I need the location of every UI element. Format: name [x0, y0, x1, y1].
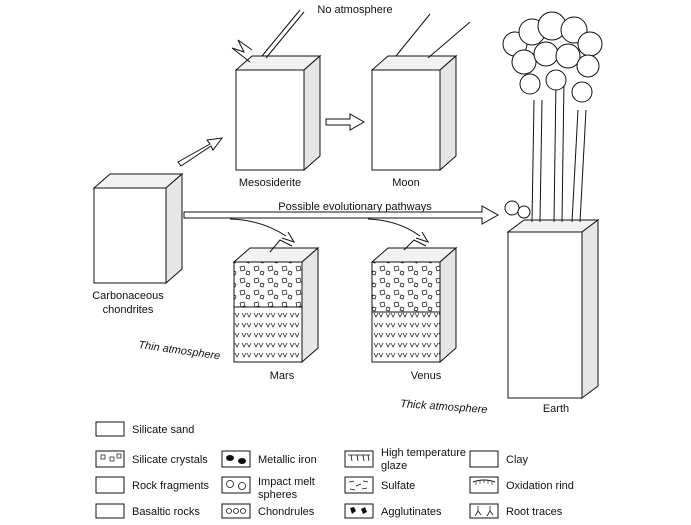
svg-text:Root traces: Root traces — [506, 506, 563, 518]
svg-text:High temperature: High temperature — [381, 447, 466, 459]
legend-item-sulfate: Sulfate — [344, 476, 415, 494]
legend-item-high-temperature-glaze: High temperature glaze — [344, 447, 466, 472]
svg-text:Metallic iron: Metallic iron — [258, 454, 317, 466]
arrow-to-venus — [367, 218, 430, 243]
earth-block — [506, 79, 600, 399]
carbonaceous-label-2: chondrites — [103, 304, 154, 316]
legend-item-clay: Clay — [469, 450, 529, 468]
svg-text:Silicate crystals: Silicate crystals — [132, 454, 208, 466]
mars-label: Mars — [270, 370, 295, 382]
legend-item-silicate-sand: Silicate sand — [95, 421, 194, 437]
svg-text:spheres: spheres — [258, 489, 298, 501]
arrow-to-mesosiderite — [177, 137, 224, 167]
venus-label: Venus — [411, 370, 442, 382]
svg-text:glaze: glaze — [381, 460, 407, 472]
earth-label: Earth — [543, 403, 569, 415]
arrow-mesosiderite-to-moon — [325, 113, 366, 131]
mars-block — [232, 239, 320, 364]
legend: Silicate sand Silicate crystals Rock fra… — [95, 421, 574, 519]
svg-text:Silicate sand: Silicate sand — [132, 424, 194, 436]
legend-item-rock-fragments: Rock fragments — [95, 476, 210, 494]
legend-item-metallic-iron: Metallic iron — [221, 450, 317, 468]
earth-tree-canopy — [502, 11, 603, 219]
svg-text:Oxidation rind: Oxidation rind — [506, 480, 574, 492]
legend-item-silicate-crystals: Silicate crystals — [95, 450, 208, 468]
possible-pathways-label: Possible evolutionary pathways — [278, 201, 432, 213]
svg-text:Basaltic rocks: Basaltic rocks — [132, 506, 200, 518]
svg-text:Chondrules: Chondrules — [258, 506, 315, 518]
legend-item-basaltic-rocks: Basaltic rocks — [95, 503, 200, 519]
mesosiderite-block — [231, 9, 322, 172]
carbonaceous-chondrite-block — [92, 172, 184, 285]
legend-item-oxidation-rind: Oxidation rind — [469, 476, 574, 494]
thick-atmosphere-label: Thick atmosphere — [400, 398, 488, 416]
svg-text:Impact melt: Impact melt — [258, 476, 315, 488]
no-atmosphere-label: No atmosphere — [317, 4, 392, 16]
svg-text:Sulfate: Sulfate — [381, 480, 415, 492]
svg-text:Clay: Clay — [506, 454, 529, 466]
legend-item-chondrules: Chondrules — [221, 503, 315, 519]
arrow-to-mars — [229, 218, 296, 243]
svg-text:Agglutinates: Agglutinates — [381, 506, 442, 518]
svg-text:Rock fragments: Rock fragments — [132, 480, 210, 492]
moon-label: Moon — [392, 177, 420, 189]
venus-block — [370, 239, 458, 364]
moon-block — [370, 13, 471, 172]
legend-item-impact-melt-spheres: Impact melt spheres — [221, 476, 315, 501]
mesosiderite-label: Mesosiderite — [239, 177, 301, 189]
arrow-possible-pathways — [183, 205, 500, 225]
legend-item-agglutinates: Agglutinates — [344, 503, 442, 519]
carbonaceous-label-1: Carbonaceous — [92, 290, 164, 302]
thin-atmosphere-label: Thin atmosphere — [138, 339, 221, 362]
legend-item-root-traces: Root traces — [469, 503, 563, 519]
